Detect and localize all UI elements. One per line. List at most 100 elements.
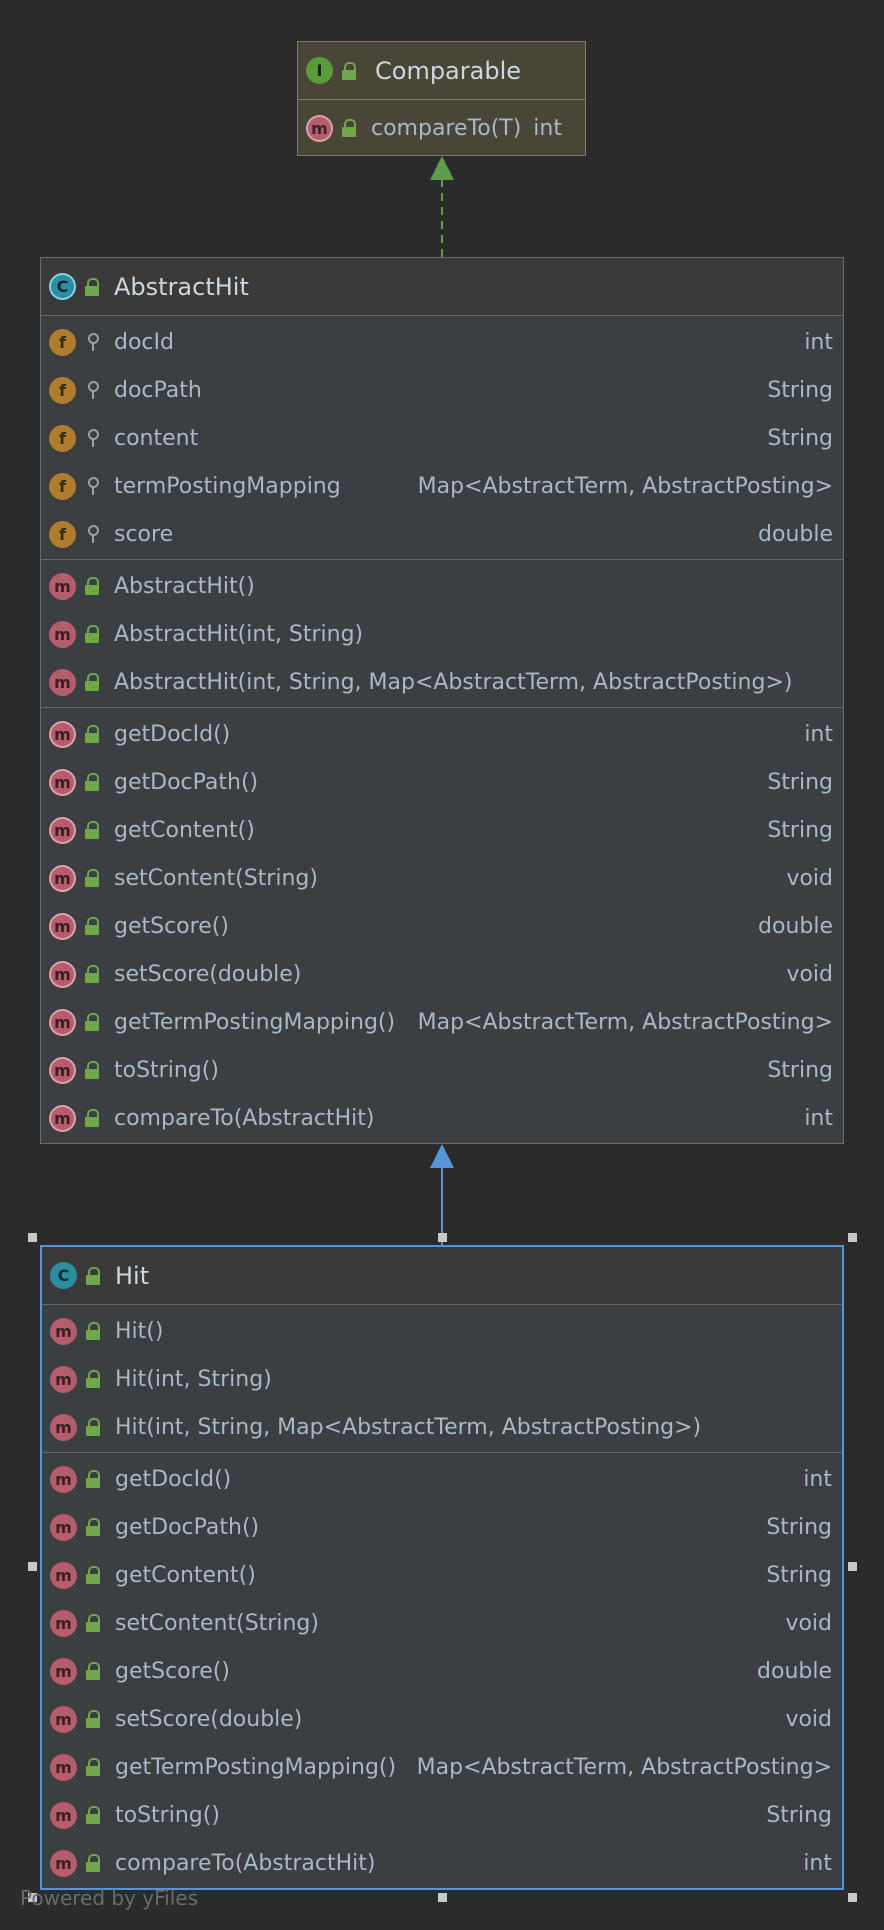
comparable-method-row[interactable]: m compareTo(T) int [298,100,585,156]
method-icon: m [50,1513,77,1541]
public-lock-icon [85,1417,101,1437]
method-icon: m [49,912,76,940]
member-type: String [766,1562,832,1588]
public-lock-icon [341,61,357,81]
member-type: String [767,377,833,403]
resize-handle-middle-right[interactable] [848,1562,857,1571]
field-icon: f [49,376,76,404]
member-type: String [767,425,833,451]
method-icon: m [306,114,333,142]
member-type: int [533,115,562,141]
abstracthit-title: AbstractHit [114,272,249,301]
method-row[interactable]: m getDocId() int [42,1455,842,1503]
constructor-icon: m [50,1317,77,1345]
field-icon: f [49,424,76,452]
member-type: int [804,721,833,747]
public-lock-icon [85,1757,101,1777]
resize-handle-top-right[interactable] [848,1233,857,1242]
member-name: getDocPath() [115,1514,260,1540]
member-type: String [767,817,833,843]
field-icon: f [49,472,76,500]
resize-handle-bottom-center[interactable] [438,1893,447,1902]
public-lock-icon [85,1469,101,1489]
comparable-interface-node[interactable]: I Comparable m compareTo(T) int [297,41,586,156]
constructor-icon: m [50,1365,77,1393]
public-lock-icon [84,1060,100,1080]
resize-handle-top-left[interactable] [28,1233,37,1242]
field-row[interactable]: f termPostingMapping Map<AbstractTerm, Abs… [41,462,843,510]
member-name: getScore() [115,1658,230,1684]
member-name: getContent() [114,817,255,843]
member-name: termPostingMapping [114,473,341,499]
method-icon: m [49,768,76,796]
public-lock-icon [85,1805,101,1825]
member-type: int [803,1850,832,1876]
abstracthit-header: C AbstractHit [41,258,843,316]
comparable-title: Comparable [375,56,522,85]
member-name: getDocId() [115,1466,232,1492]
member-name: setContent(String) [114,865,318,891]
method-icon: m [50,1465,77,1493]
member-type: double [758,521,833,547]
public-lock-icon [84,277,100,297]
member-type: double [758,913,833,939]
member-type: int [803,1466,832,1492]
public-lock-icon [84,672,100,692]
member-type: Map<AbstractTerm, AbstractPosting> [417,1009,833,1035]
member-type: Map<AbstractTerm, AbstractPosting> [417,473,833,499]
member-type: int [804,329,833,355]
resize-handle-bottom-right[interactable] [848,1893,857,1902]
resize-handle-middle-left[interactable] [28,1562,37,1571]
public-lock-icon [84,916,100,936]
public-lock-icon [341,118,357,138]
member-type: void [786,961,833,987]
method-icon: m [49,1008,76,1036]
public-lock-icon [85,1321,101,1341]
member-type: void [785,1610,832,1636]
method-icon: m [50,1801,77,1829]
resize-handle-bottom-left[interactable] [28,1893,37,1902]
member-type: String [766,1514,832,1540]
comparable-header: I Comparable [298,42,585,100]
method-icon: m [50,1705,77,1733]
method-row[interactable]: m getDocPath() String [42,1503,842,1551]
public-lock-icon [84,820,100,840]
member-type: double [757,1658,832,1684]
member-name: AbstractHit(int, String, Map<AbstractTer… [114,669,793,695]
member-name: AbstractHit() [114,573,255,599]
field-icon: f [49,328,76,356]
member-name: getTermPostingMapping() [115,1754,397,1780]
member-name: toString() [115,1802,220,1828]
member-type: String [767,769,833,795]
resize-handle-top-center[interactable] [438,1233,447,1242]
